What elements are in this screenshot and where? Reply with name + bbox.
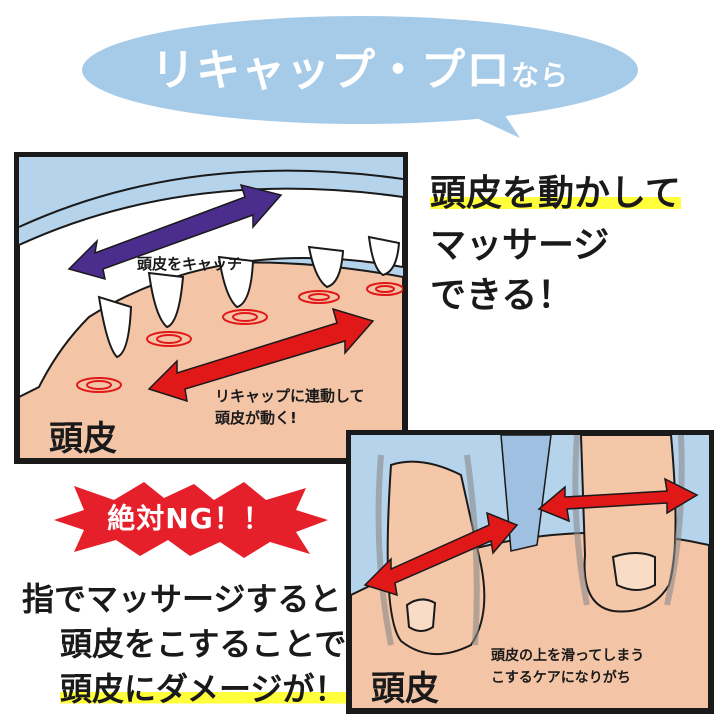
recap-illustration-panel: 頭皮をキャッチ リキャップに連動して 頭皮が動く! 頭皮 [14,152,408,464]
copy-line-3: できる！ [430,275,574,316]
ng-badge [54,482,328,558]
finger-illustration [351,435,709,709]
finger-caption-line1: 頭皮の上を滑ってしまう [491,648,645,664]
title-suffix: なら [510,59,569,92]
ng-badge-text: 絶対NG！！ [107,502,272,535]
left-copy-line-3: 頭皮にダメージが！ [60,670,347,708]
red-arrow [147,307,375,403]
move-label-line2: 頭皮が動く! [215,409,297,427]
left-copy-line-2: 頭皮をこすることで [60,625,347,663]
finger-illustration-panel: 頭皮の上を滑ってしまう こするケアになりがち 頭皮 [346,430,714,714]
copy-line-1: 頭皮を動かして [430,173,681,214]
scalp-label-top: 頭皮 [49,419,117,459]
recap-illustration [19,157,403,459]
title-main: リキャップ・プロ [150,45,511,96]
left-copy-line-1: 指でマッサージすると [22,580,342,618]
purple-arrow [67,183,283,281]
catch-label: 頭皮をキャッチ [137,255,243,273]
page-title: リキャップ・プロなら [0,34,720,98]
scalp-label-bottom: 頭皮 [371,669,439,709]
move-label: リキャップに連動して 頭皮が動く! [215,385,365,429]
finger-caption: 頭皮の上を滑ってしまう こするケアになりがち [491,645,644,689]
copy-line-2: マッサージ [430,225,610,266]
finger-caption-line2: こするケアになりがち [491,670,631,686]
move-label-line1: リキャップに連動して [215,387,365,405]
title-bubble [82,16,638,138]
